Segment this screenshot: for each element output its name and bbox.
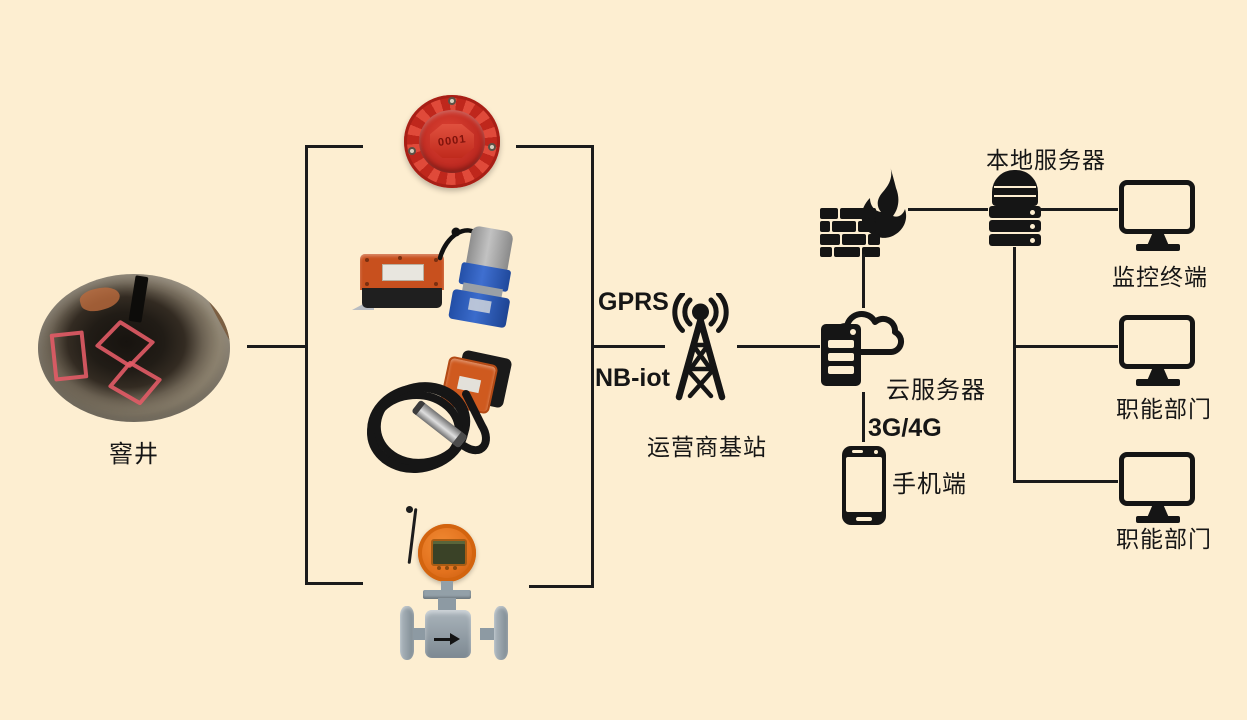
monitor-stand	[1147, 504, 1169, 517]
terminal2-label: 职能部门	[1116, 396, 1212, 422]
phone-camera	[874, 450, 878, 454]
monitor-screen	[1119, 180, 1195, 234]
photo-paint-mark	[107, 360, 163, 406]
pipe-shaft-left	[413, 628, 427, 640]
gprs-label: GPRS	[598, 288, 669, 316]
flowmeter-button	[453, 566, 457, 570]
base-station-label: 运营商基站	[647, 434, 767, 460]
photo-debris	[77, 283, 123, 315]
alarm-screw	[408, 147, 416, 155]
photo-probe-pipe	[128, 275, 149, 323]
flowmeter-stem	[438, 598, 456, 612]
desktop-monitor-icon	[1117, 452, 1199, 526]
box-screw	[365, 258, 369, 262]
photo-paint-mark	[49, 330, 89, 382]
connector-cloud-phone	[862, 392, 865, 442]
flowmeter-button	[445, 566, 449, 570]
liquid-level-transmitter	[366, 349, 513, 482]
pipe-flange-right	[494, 606, 508, 660]
box-screw	[365, 282, 369, 286]
terminal3-label: 职能部门	[1116, 526, 1212, 552]
monitor-base	[1136, 244, 1180, 251]
alarm-screw	[448, 97, 456, 105]
flowmeter-button	[437, 566, 441, 570]
phone-speaker	[852, 450, 863, 453]
manhole-photo	[38, 274, 230, 422]
pipe-flange-left	[400, 606, 414, 660]
flowmeter-display	[431, 539, 467, 566]
ultrasonic-level-sensor	[350, 222, 515, 329]
connector-server-terminal3	[1013, 480, 1118, 483]
firewall-flame-icon	[820, 166, 907, 257]
manhole-alarm-sensor: 0001	[404, 95, 500, 188]
connector-photo-bracket	[247, 345, 306, 348]
connector-server-vertical	[1013, 247, 1016, 483]
phone-label: 手机端	[892, 471, 967, 498]
controller-box-base	[362, 288, 442, 308]
antenna	[407, 508, 418, 564]
device-bracket-left-vertical	[305, 145, 308, 585]
server-drawer	[989, 234, 1041, 246]
device-bracket-right-top	[516, 145, 594, 148]
alarm-cap: 0001	[430, 124, 474, 158]
terminal1-label: 监控终端	[1112, 264, 1208, 290]
flow-direction-arrow	[434, 638, 452, 641]
server-ridge	[994, 186, 1036, 188]
monitor-screen	[1119, 452, 1195, 506]
connector-bracket-tower	[592, 345, 665, 348]
photo-rebar	[186, 274, 230, 422]
alarm-serial: 0001	[437, 133, 467, 149]
device-bracket-right-vertical	[591, 145, 594, 588]
connector-server-terminal1	[1040, 208, 1118, 211]
desktop-monitor-icon	[1117, 315, 1199, 389]
controller-label-sticker	[382, 264, 424, 281]
photo-paint-mark	[94, 319, 156, 369]
pipe-shaft-right	[480, 628, 494, 640]
phone-home-bar	[856, 517, 872, 521]
device-bracket-left-top	[305, 145, 363, 148]
phone-screen	[846, 457, 882, 512]
flowmeter-barrel	[425, 610, 471, 658]
connector-firewall-cloud	[862, 254, 865, 308]
device-bracket-left-bottom	[305, 582, 363, 585]
alarm-screw	[488, 143, 496, 151]
manhole-label: 窨井	[109, 441, 159, 468]
local-server-label: 本地服务器	[986, 147, 1106, 173]
server-ridge	[994, 195, 1036, 197]
connector-tower-cloud	[737, 345, 820, 348]
3g4g-label: 3G/4G	[868, 414, 942, 442]
cloud-server-icon	[821, 310, 905, 386]
smartphone-icon	[842, 446, 886, 525]
flowmeter-neck	[441, 581, 453, 591]
box-screw	[434, 282, 438, 286]
connector-firewall-localserver	[908, 208, 988, 211]
server-dome	[992, 170, 1038, 206]
device-bracket-right-bottom	[529, 585, 594, 588]
monitor-stand	[1147, 367, 1169, 380]
desktop-monitor-icon	[1117, 180, 1199, 254]
box-screw	[434, 258, 438, 262]
connector-server-terminal2	[1013, 345, 1118, 348]
monitor-screen	[1119, 315, 1195, 369]
database-server-icon	[989, 170, 1041, 248]
monitor-base	[1136, 379, 1180, 386]
wireless-flow-meter	[398, 506, 510, 660]
box-screw	[398, 256, 402, 260]
antenna-tip	[406, 506, 413, 513]
cloud-server-label: 云服务器	[886, 377, 986, 404]
monitor-stand	[1147, 232, 1169, 245]
server-drawer	[989, 220, 1041, 232]
monitor-base	[1136, 516, 1180, 523]
server-drawer	[989, 206, 1041, 218]
flowmeter-flange-plate	[423, 590, 471, 599]
flow-direction-arrowhead	[450, 633, 460, 645]
nbiot-label: NB-iot	[595, 364, 670, 392]
cell-tower-icon	[672, 293, 729, 401]
